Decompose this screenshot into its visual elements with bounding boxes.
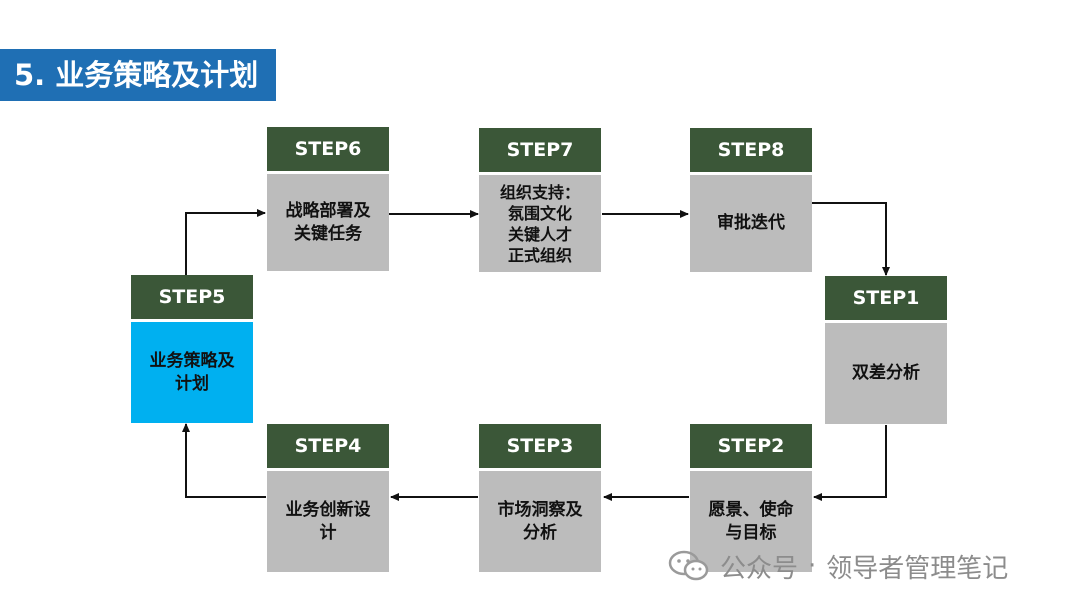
step2-node: STEP2 愿景、使命 与目标 — [690, 424, 812, 572]
step7-text: 组织支持： 氛围文化 关键人才 正式组织 — [499, 182, 580, 265]
step5-label: STEP5 — [131, 275, 253, 319]
step3-label: STEP3 — [479, 424, 601, 468]
step4-label: STEP4 — [267, 424, 389, 468]
step4-node: STEP4 业务创新设 计 — [267, 424, 389, 572]
step1-label: STEP1 — [825, 276, 947, 320]
step1-text: 双差分析 — [852, 363, 920, 383]
step7-node: STEP7 组织支持： 氛围文化 关键人才 正式组织 — [479, 128, 601, 272]
step3-box: 市场洞察及 分析 — [479, 471, 601, 572]
step6-text: 战略部署及 关键任务 — [285, 200, 371, 244]
step4-text: 业务创新设 计 — [285, 499, 371, 543]
arrow-step5-to-step6 — [185, 209, 266, 275]
step5-text: 业务策略及 计划 — [149, 350, 235, 394]
step2-box: 愿景、使命 与目标 — [690, 471, 812, 572]
arrow-step8-to-step1 — [812, 202, 890, 276]
step4-box: 业务创新设 计 — [267, 471, 389, 572]
step1-box: 双差分析 — [825, 323, 947, 424]
step7-label: STEP7 — [479, 128, 601, 172]
watermark: 公众号 · 领导者管理笔记 — [668, 548, 1008, 584]
arrow-step1-to-step2 — [813, 425, 887, 501]
watermark-name: 领导者管理笔记 — [826, 553, 1009, 584]
step8-box: 审批迭代 — [690, 175, 812, 272]
arrow-step4-to-step5 — [182, 423, 266, 498]
step8-node: STEP8 审批迭代 — [690, 128, 812, 272]
step8-label: STEP8 — [690, 128, 812, 172]
page-title: 5. 业务策略及计划 — [0, 49, 276, 101]
step5-box: 业务策略及 计划 — [131, 322, 253, 423]
step8-text: 审批迭代 — [717, 213, 785, 233]
step7-box: 组织支持： 氛围文化 关键人才 正式组织 — [479, 175, 601, 272]
step2-label: STEP2 — [690, 424, 812, 468]
step6-node: STEP6 战略部署及 关键任务 — [267, 127, 389, 271]
step3-text: 市场洞察及 分析 — [497, 499, 583, 543]
watermark-source: 公众号 — [720, 553, 799, 584]
step5-node: STEP5 业务策略及 计划 — [131, 275, 253, 423]
watermark-separator: · — [808, 551, 817, 581]
step2-text: 愿景、使命 与目标 — [708, 499, 794, 543]
wechat-icon — [668, 550, 709, 581]
step3-node: STEP3 市场洞察及 分析 — [479, 424, 601, 572]
step1-node: STEP1 双差分析 — [825, 276, 947, 424]
step6-box: 战略部署及 关键任务 — [267, 174, 389, 271]
step6-label: STEP6 — [267, 127, 389, 171]
